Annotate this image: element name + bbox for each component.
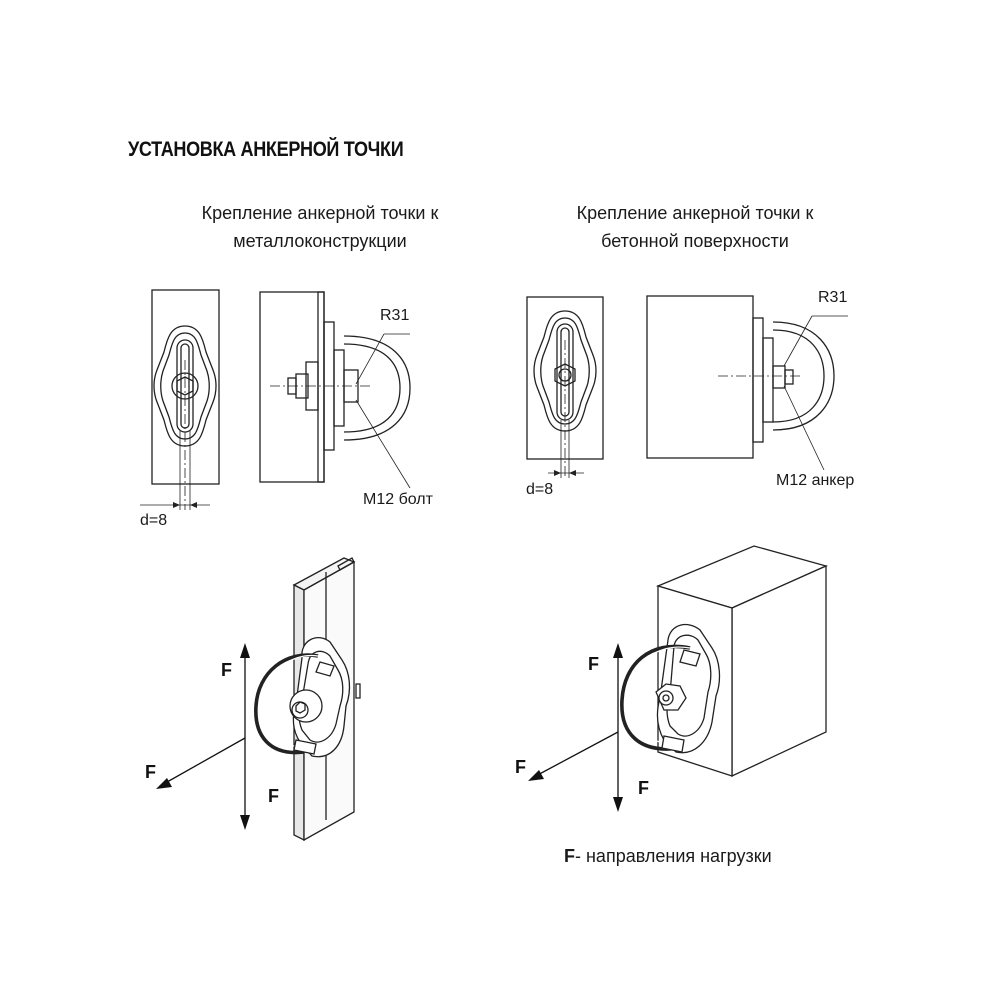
caption-line: металлоконструкции (233, 231, 407, 251)
legend-text: - направления нагрузки (575, 846, 772, 866)
concrete-side-view (646, 295, 848, 471)
bolt-label: M12 болт (363, 491, 433, 508)
metal-3d-view (254, 557, 361, 842)
anchor-label: M12 анкер (776, 472, 855, 489)
caption-metal-structure: Крепление анкерной точки к металлоконстр… (150, 199, 490, 255)
force-arrows-left (156, 643, 250, 830)
radius-label-left: R31 (380, 307, 410, 324)
distance-label-right: d=8 (526, 481, 554, 498)
metal-side-view (259, 291, 411, 489)
force-label: F (145, 762, 156, 782)
force-label: F (515, 757, 526, 777)
force-arrows-right (528, 643, 623, 812)
legend-symbol: F (564, 846, 575, 866)
caption-line: бетонной поверхности (601, 231, 789, 251)
load-direction-legend: F- направления нагрузки (564, 846, 772, 867)
concrete-3d-view (620, 545, 828, 778)
radius-label-right: R31 (818, 289, 848, 306)
distance-label-left: d=8 (140, 512, 168, 529)
page-title: УСТАНОВКА АНКЕРНОЙ ТОЧКИ (128, 138, 404, 161)
caption-concrete-surface: Крепление анкерной точки к бетонной пове… (530, 199, 860, 255)
concrete-front-view (526, 296, 604, 478)
metal-front-view (140, 289, 220, 510)
caption-line: Крепление анкерной точки к (201, 203, 439, 223)
force-label: F (268, 786, 279, 806)
caption-line: Крепление анкерной точки к (576, 203, 814, 223)
force-label: F (221, 660, 232, 680)
force-label: F (638, 778, 649, 798)
force-label: F (588, 654, 599, 674)
